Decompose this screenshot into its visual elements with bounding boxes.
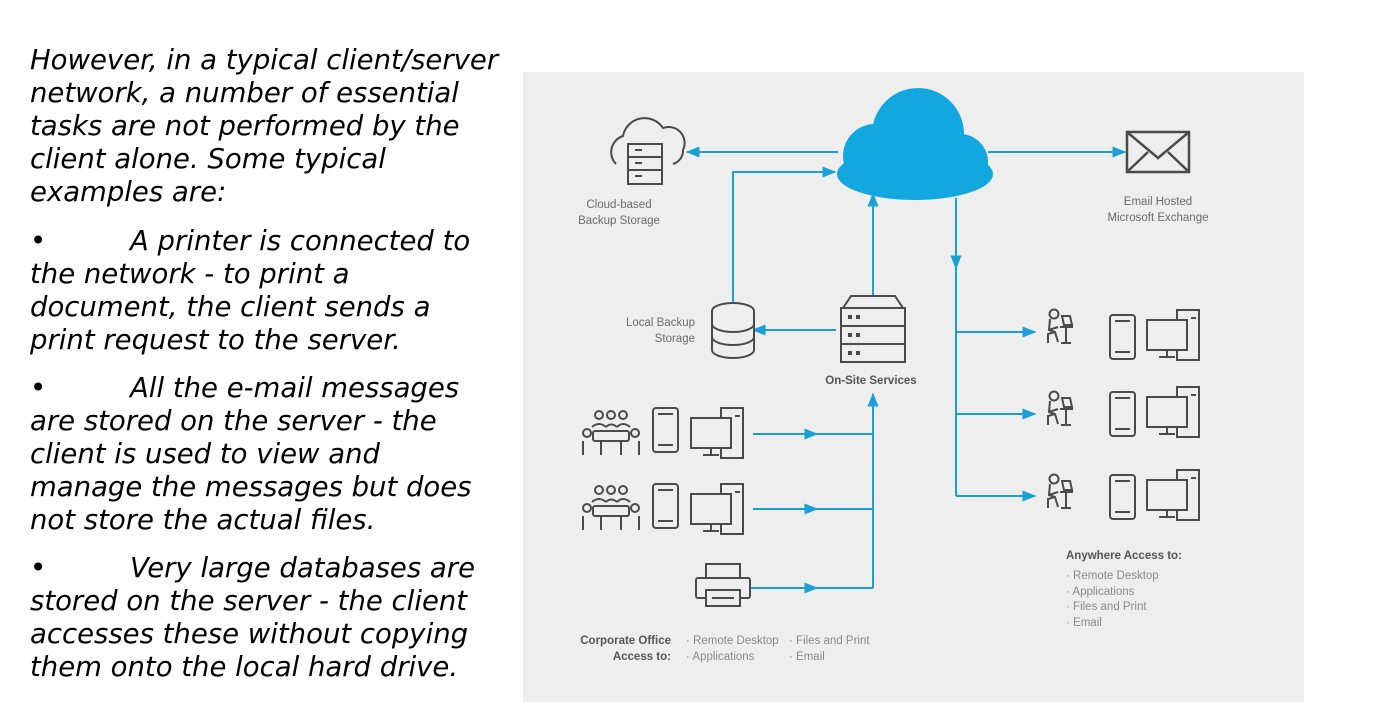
corporate-item: · Remote Desktop — [686, 635, 779, 647]
phone-icon — [1109, 391, 1136, 437]
database-icon — [711, 302, 755, 359]
cloud-backup-label: Cloud-based — [586, 199, 651, 211]
remote-user-icon — [1047, 308, 1074, 344]
bullet-marker: • — [30, 372, 47, 404]
meeting-icon — [582, 410, 640, 456]
bullet-item: •Very large databases are stored on the … — [30, 552, 500, 684]
corporate-item: · Applications — [686, 651, 755, 663]
connection-lines — [685, 146, 1127, 594]
local-backup-label: Local Backup — [626, 317, 695, 329]
cloud-backup-label: Backup Storage — [578, 215, 660, 227]
bullet-text: A printer is connected to the network - … — [30, 225, 471, 356]
desktop-icon — [690, 483, 744, 535]
server-icon — [840, 295, 906, 363]
onsite-label: On-Site Services — [825, 375, 916, 387]
cloud-icon — [837, 88, 993, 200]
corporate-item: · Files and Print — [789, 635, 870, 647]
bullet-marker: • — [30, 552, 47, 584]
anywhere-item: · Applications — [1066, 586, 1135, 598]
corporate-title: Access to: — [613, 651, 671, 663]
remote-user-icon — [1047, 390, 1074, 426]
printer-icon — [695, 563, 751, 607]
desktop-icon — [1146, 309, 1200, 361]
phone-icon — [652, 407, 679, 453]
remote-user-row — [1047, 386, 1200, 438]
anywhere-item: · Remote Desktop — [1066, 570, 1159, 582]
anywhere-item: · Files and Print — [1066, 601, 1147, 613]
intro-paragraph: However, in a typical client/server netw… — [30, 44, 499, 208]
desktop-icon — [690, 407, 744, 459]
bullet-item: •A printer is connected to the network -… — [30, 225, 500, 357]
phone-icon — [1109, 314, 1136, 360]
local-backup-label: Storage — [655, 333, 695, 345]
office-row — [582, 407, 744, 459]
anywhere-title: Anywhere Access to: — [1066, 550, 1182, 562]
bullet-text: All the e-mail messages are stored on th… — [30, 372, 472, 536]
office-row — [582, 483, 744, 535]
email-icon — [1125, 130, 1191, 174]
bullet-item: •All the e-mail messages are stored on t… — [30, 372, 500, 537]
network-diagram-svg: Cloud-based Backup Storage Email Hosted … — [578, 88, 1209, 663]
phone-icon — [652, 483, 679, 529]
desktop-icon — [1146, 469, 1200, 521]
remote-user-row — [1047, 469, 1200, 521]
corporate-title: Corporate Office — [580, 635, 671, 647]
remote-user-row — [1047, 308, 1200, 361]
corporate-item: · Email — [789, 651, 825, 663]
desktop-icon — [1146, 386, 1200, 438]
phone-icon — [1109, 474, 1136, 520]
bullet-marker: • — [30, 225, 47, 257]
network-diagram: Cloud-based Backup Storage Email Hosted … — [523, 72, 1304, 702]
remote-user-icon — [1047, 473, 1074, 509]
meeting-icon — [582, 485, 640, 531]
labels: Cloud-based Backup Storage Email Hosted … — [578, 196, 1208, 663]
email-hosted-label: Microsoft Exchange — [1108, 212, 1209, 224]
bullet-text: Very large databases are stored on the s… — [30, 552, 475, 683]
cloud-backup-icon — [610, 117, 686, 185]
email-hosted-label: Email Hosted — [1124, 196, 1192, 208]
text-panel: However, in a typical client/server netw… — [30, 44, 500, 699]
anywhere-item: · Email — [1066, 617, 1102, 629]
